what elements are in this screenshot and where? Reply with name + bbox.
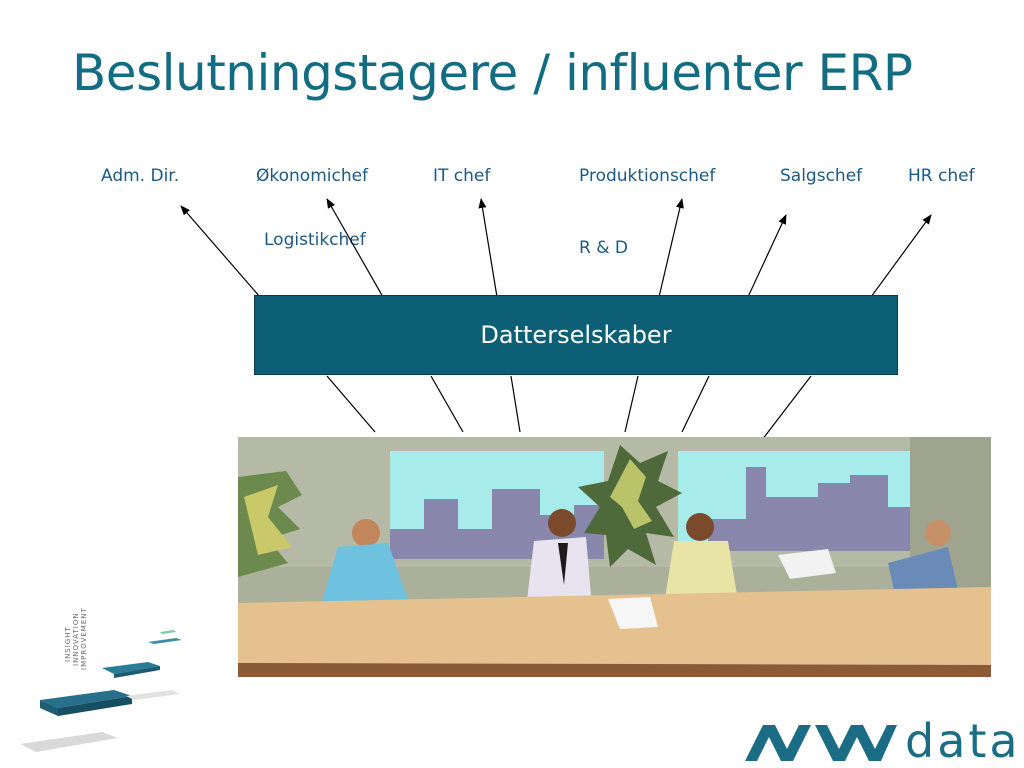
- role-logistikchef: Logistikchef: [264, 230, 366, 250]
- datterselskaber-label: Datterselskaber: [480, 321, 672, 349]
- line-down-3: [510, 375, 521, 433]
- meeting-illustration: [238, 437, 991, 677]
- role-adm-dir: Adm. Dir.: [101, 166, 180, 186]
- tagline-improvement: IMPROVEMENT: [80, 607, 88, 670]
- role-it-chef: IT chef: [433, 166, 491, 186]
- line-down-2: [430, 375, 464, 433]
- arrow-to-salgschef: [747, 214, 787, 298]
- insight-tiles-logo: [20, 630, 182, 752]
- line-down-1: [326, 375, 376, 433]
- arrow-to-it-chef: [478, 198, 498, 298]
- tagline-insight: INSIGHT: [64, 626, 72, 662]
- line-down-6: [761, 375, 812, 441]
- role-produktionschef: Produktionschef: [579, 166, 716, 186]
- role-okonomichef: Økonomichef: [256, 166, 369, 186]
- role-hr-chef: HR chef: [908, 166, 975, 186]
- line-down-5: [681, 375, 710, 433]
- role-salgschef: Salgschef: [780, 166, 863, 186]
- datterselskaber-box: Datterselskaber: [254, 295, 898, 375]
- mw-mark-icon: [745, 725, 897, 761]
- arrow-to-okonomichef: [326, 198, 384, 298]
- arrow-to-adm-dir: [180, 205, 261, 298]
- mwdata-logo: data: [745, 716, 1021, 766]
- arrow-to-hr-chef: [870, 214, 932, 298]
- arrow-to-produktionschef: [658, 198, 684, 298]
- logo-wordmark: data: [905, 714, 1021, 768]
- role-r-and-d: R & D: [579, 238, 628, 258]
- line-down-4: [624, 375, 639, 433]
- slide-title: Beslutningstagere / influenter ERP: [72, 44, 913, 102]
- tagline-innovation: INNOVATION: [72, 612, 80, 666]
